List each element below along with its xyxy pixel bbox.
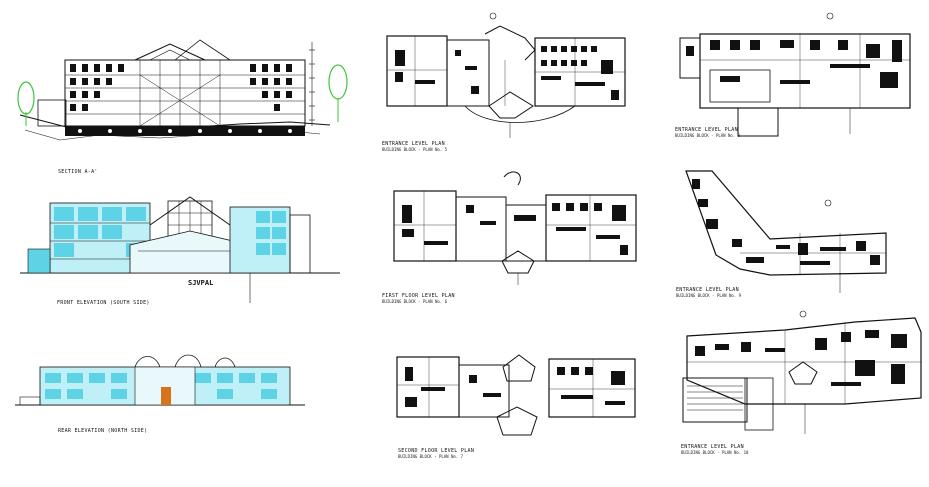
plan-right-bottom-svg [682,310,922,434]
plan-right-mid-caption: ENTRANCE LEVEL PLAN [676,287,739,293]
plan-entrance-svg [386,12,626,138]
spiral-stair-icon [503,171,521,186]
plan-right-mid-subcaption: BUILDING BLOCK - PLAN No. 9 [676,293,742,298]
plan-first-floor-drawing [380,165,645,290]
plan-second-floor-subcaption: BUILDING BLOCK - PLAN No. 7 [398,454,464,459]
north-arrow-icon [824,199,832,207]
plan-first-floor-caption: FIRST FLOOR LEVEL PLAN [382,293,455,299]
section-aa-svg [17,39,348,141]
plan-right-mid-drawing [680,165,920,295]
plan-right-bottom-subcaption: BUILDING BLOCK - PLAN No. 10 [681,450,749,455]
north-arrow-icon [826,12,834,20]
plan-right-top-caption: ENTRANCE LEVEL PLAN [675,127,738,133]
plan-right-bottom-caption: ENTRANCE LEVEL PLAN [681,444,744,450]
plan-first-floor-svg [393,171,637,285]
elevation-stamp: SJVPAL [188,279,214,287]
rear-elevation-drawing [15,345,315,415]
plan-right-top-drawing [670,10,920,140]
plan-entrance-subcaption: BUILDING BLOCK - PLAN No. 5 [382,147,448,152]
tree-left-icon [17,81,35,126]
plan-first-floor-subcaption: BUILDING BLOCK - PLAN No. 6 [382,299,448,304]
plan-second-floor-drawing [385,345,645,445]
front-elevation-drawing [20,185,340,305]
plan-entrance-caption: ENTRANCE LEVEL PLAN [382,141,445,147]
tree-right-icon [328,64,348,122]
plan-right-top-svg [679,12,911,137]
plan-second-floor-caption: SECOND FLOOR LEVEL PLAN [398,448,475,454]
section-aa-caption: SECTION A-A' [58,169,98,175]
north-arrow-icon [489,12,497,20]
plan-right-mid-svg [685,170,887,293]
north-arrow-icon [799,310,807,318]
front-elevation-svg [20,196,340,303]
section-aa-drawing [0,30,360,180]
plan-right-top-subcaption: BUILDING BLOCK - PLAN No. 8 [675,133,741,138]
plan-second-floor-svg [396,354,636,436]
rear-elevation-svg [15,354,305,406]
rear-elevation-caption: REAR ELEVATION (NORTH SIDE) [58,428,148,434]
front-elevation-caption: FRONT ELEVATION (SOUTH SIDE) [57,300,150,306]
plan-entrance-drawing [375,10,640,140]
plan-right-bottom-drawing [665,308,925,440]
